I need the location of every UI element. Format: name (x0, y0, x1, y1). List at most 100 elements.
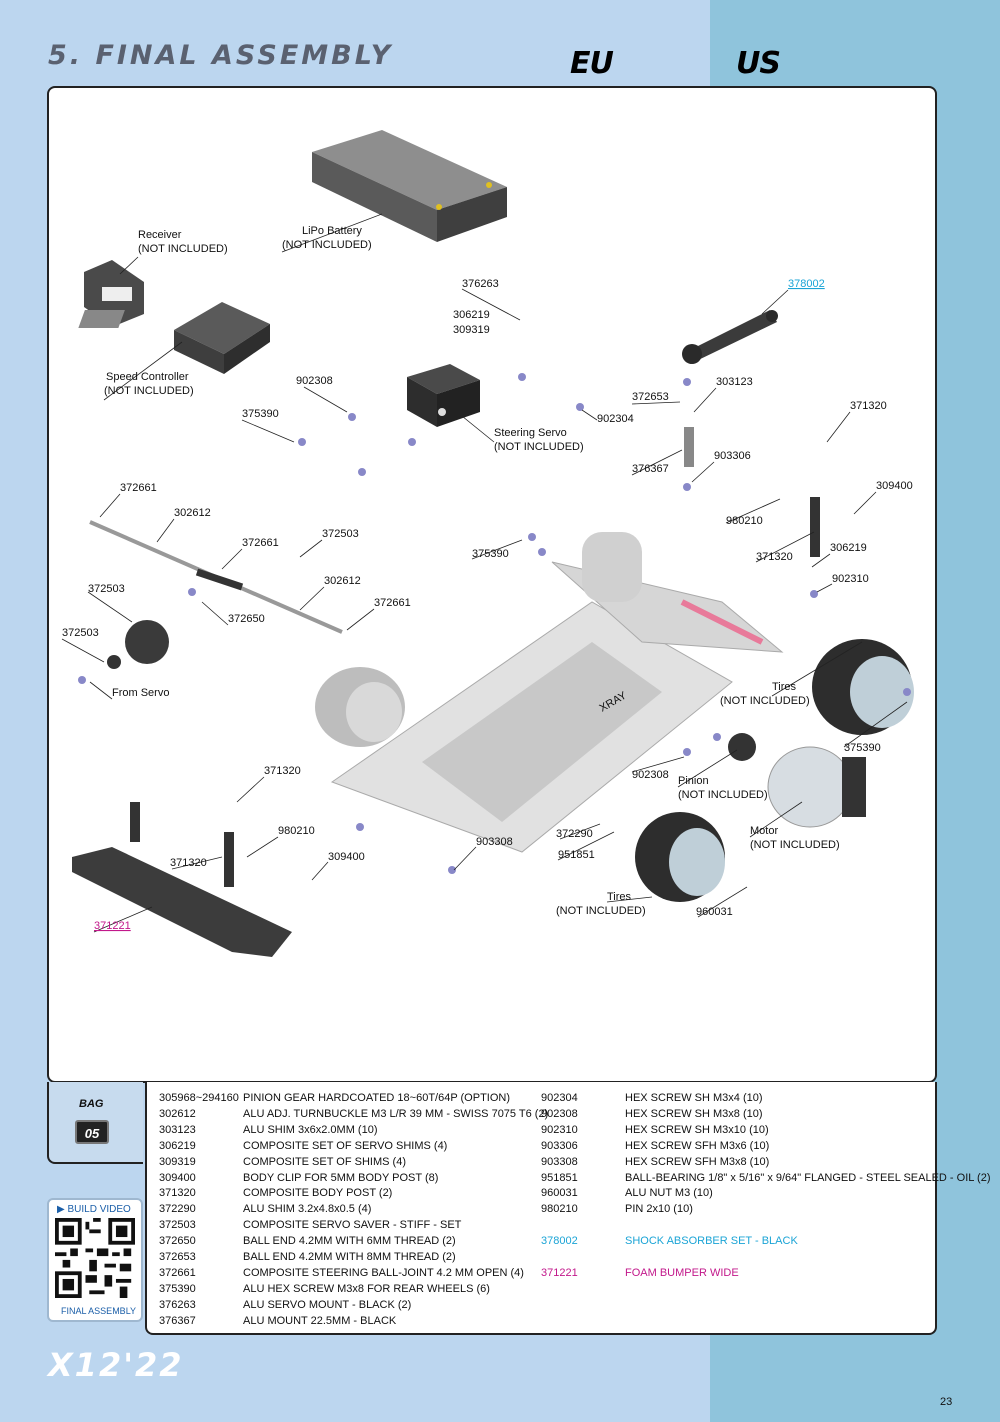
qr-code-icon[interactable] (55, 1218, 135, 1298)
region-us-logo: US (736, 46, 781, 81)
body-posts-part (130, 427, 820, 887)
label-309319: 309319 (453, 324, 490, 336)
part-description: HEX SCREW SFH M3x8 (10) (625, 1155, 770, 1168)
part-code: 372290 (159, 1203, 196, 1216)
part-description: BODY CLIP FOR 5MM BODY POST (8) (243, 1171, 439, 1184)
label-371320-a: 371320 (850, 400, 887, 412)
part-description: HEX SCREW SFH M3x6 (10) (625, 1139, 770, 1152)
part-description: ALU SERVO MOUNT - BLACK (2) (243, 1298, 412, 1311)
label-903308: 903308 (476, 836, 513, 848)
label-902308-b: 902308 (632, 769, 669, 781)
build-video-title: ▶ BUILD VIDEO (57, 1204, 131, 1215)
region-eu-logo: EU (570, 46, 614, 81)
motor-part (767, 746, 866, 828)
label-372650: 372650 (228, 613, 265, 625)
label-371320-d: 371320 (170, 857, 207, 869)
lipo-battery-part (312, 130, 507, 242)
label-375390-c: 375390 (844, 742, 881, 754)
part-code: 306219 (159, 1139, 196, 1152)
label-tires-right-note: (NOT INCLUDED) (720, 695, 810, 707)
label-303123: 303123 (716, 376, 753, 388)
highlight-part-code[interactable]: 378002 (541, 1235, 578, 1248)
part-description: ALU ADJ. TURNBUCKLE M3 L/R 39 MM - SWISS… (243, 1107, 549, 1120)
bag-indicator: BAG 05 (47, 1082, 143, 1164)
part-description: COMPOSITE SERVO SAVER - STIFF - SET (243, 1219, 462, 1232)
part-code: 372503 (159, 1219, 196, 1232)
part-code: 372661 (159, 1266, 196, 1279)
label-from-servo: From Servo (112, 687, 169, 699)
steering-servo-part (407, 364, 480, 427)
label-motor-name: Motor (750, 825, 778, 837)
label-receiver-note: (NOT INCLUDED) (138, 243, 228, 255)
label-309400-b: 309400 (328, 851, 365, 863)
label-372661-a: 372661 (120, 482, 157, 494)
label-servo-name: Steering Servo (494, 427, 567, 439)
label-378002[interactable]: 378002 (788, 278, 825, 290)
label-lipo-note: (NOT INCLUDED) (282, 239, 372, 251)
label-302612-b: 302612 (324, 575, 361, 587)
page-number: 23 (940, 1396, 953, 1408)
label-376367: 376367 (632, 463, 669, 475)
label-372503-b: 372503 (88, 583, 125, 595)
label-371320-c: 371320 (264, 765, 301, 777)
label-902308-a: 902308 (296, 375, 333, 387)
highlight-part-description[interactable]: SHOCK ABSORBER SET - BLACK (625, 1235, 798, 1248)
part-description: BALL END 4.2MM WITH 8MM THREAD (2) (243, 1251, 456, 1263)
part-description: COMPOSITE SET OF SHIMS (4) (243, 1155, 406, 1168)
part-code: 960031 (541, 1187, 578, 1200)
label-tires-bottom-note: (NOT INCLUDED) (556, 905, 646, 917)
label-302612-a: 302612 (174, 507, 211, 519)
exploded-view-diagram: XRAY Receiver (NOT INCLUDED) LiPo Batter… (61, 130, 914, 957)
label-960031: 960031 (696, 906, 733, 918)
label-371320-b: 371320 (756, 551, 793, 563)
right-tire-part (812, 639, 914, 735)
label-306219-b: 306219 (830, 542, 867, 554)
label-903306: 903306 (714, 450, 751, 462)
part-description: HEX SCREW SH M3x4 (10) (625, 1092, 763, 1104)
part-description: COMPOSITE STEERING BALL-JOINT 4.2 MM OPE… (243, 1266, 524, 1279)
label-tires-right-name: Tires (772, 681, 797, 693)
label-372661-b: 372661 (242, 537, 279, 549)
part-description: ALU NUT M3 (10) (625, 1187, 713, 1200)
label-375390-b: 375390 (472, 548, 509, 560)
speed-controller-part (78, 302, 270, 374)
part-description: PINION GEAR HARDCOATED 18~60T/64P (OPTIO… (243, 1092, 511, 1104)
build-video-card[interactable]: ▶ BUILD VIDEO FINAL ASSEMBLY (47, 1198, 143, 1322)
part-code: 903308 (541, 1155, 578, 1168)
label-servo-note: (NOT INCLUDED) (494, 441, 584, 453)
label-receiver-name: Receiver (138, 229, 182, 241)
label-372503-a: 372503 (322, 528, 359, 540)
part-code: 303123 (159, 1123, 196, 1136)
part-code: 305968~294160 (159, 1092, 239, 1104)
label-372653: 372653 (632, 391, 669, 403)
part-code: 980210 (541, 1203, 578, 1216)
parts-list: 305968~294160 PINION GEAR HARDCOATED 18~6… (145, 1082, 990, 1335)
leader-lines (61, 213, 908, 933)
part-code: 302612 (159, 1107, 196, 1120)
highlight-part-code[interactable]: 371221 (541, 1266, 578, 1279)
part-code: 902304 (541, 1092, 578, 1104)
highlight-part-description[interactable]: FOAM BUMPER WIDE (625, 1266, 739, 1279)
turnbuckles-part (89, 520, 343, 634)
part-description: ALU MOUNT 22.5MM - BLACK (243, 1314, 397, 1327)
label-980210-b: 980210 (278, 825, 315, 837)
label-902304: 902304 (597, 413, 634, 425)
bag-number: 05 (75, 1120, 109, 1144)
label-951851: 951851 (558, 849, 595, 861)
part-code: 376367 (159, 1314, 196, 1327)
part-code: 371320 (159, 1187, 196, 1200)
part-code: 903306 (541, 1139, 578, 1152)
chassis-part (330, 532, 784, 853)
part-description: ALU SHIM 3.2x4.8x0.5 (4) (243, 1203, 372, 1216)
label-tires-bottom-name: Tires (607, 891, 632, 903)
part-description: COMPOSITE BODY POST (2) (243, 1187, 393, 1200)
bag-label: BAG (79, 1098, 104, 1110)
part-code: 372650 (159, 1235, 196, 1248)
label-371221[interactable]: 371221 (94, 920, 131, 932)
label-lipo-name: LiPo Battery (302, 225, 362, 237)
assembly-diagram-frame: XRAY Receiver (NOT INCLUDED) LiPo Batter… (47, 86, 937, 1083)
part-code: 372653 (159, 1251, 196, 1263)
page-title: 5. FINAL ASSEMBLY (48, 40, 394, 71)
pinion-part (728, 733, 756, 761)
build-video-caption: FINAL ASSEMBLY (61, 1306, 137, 1316)
